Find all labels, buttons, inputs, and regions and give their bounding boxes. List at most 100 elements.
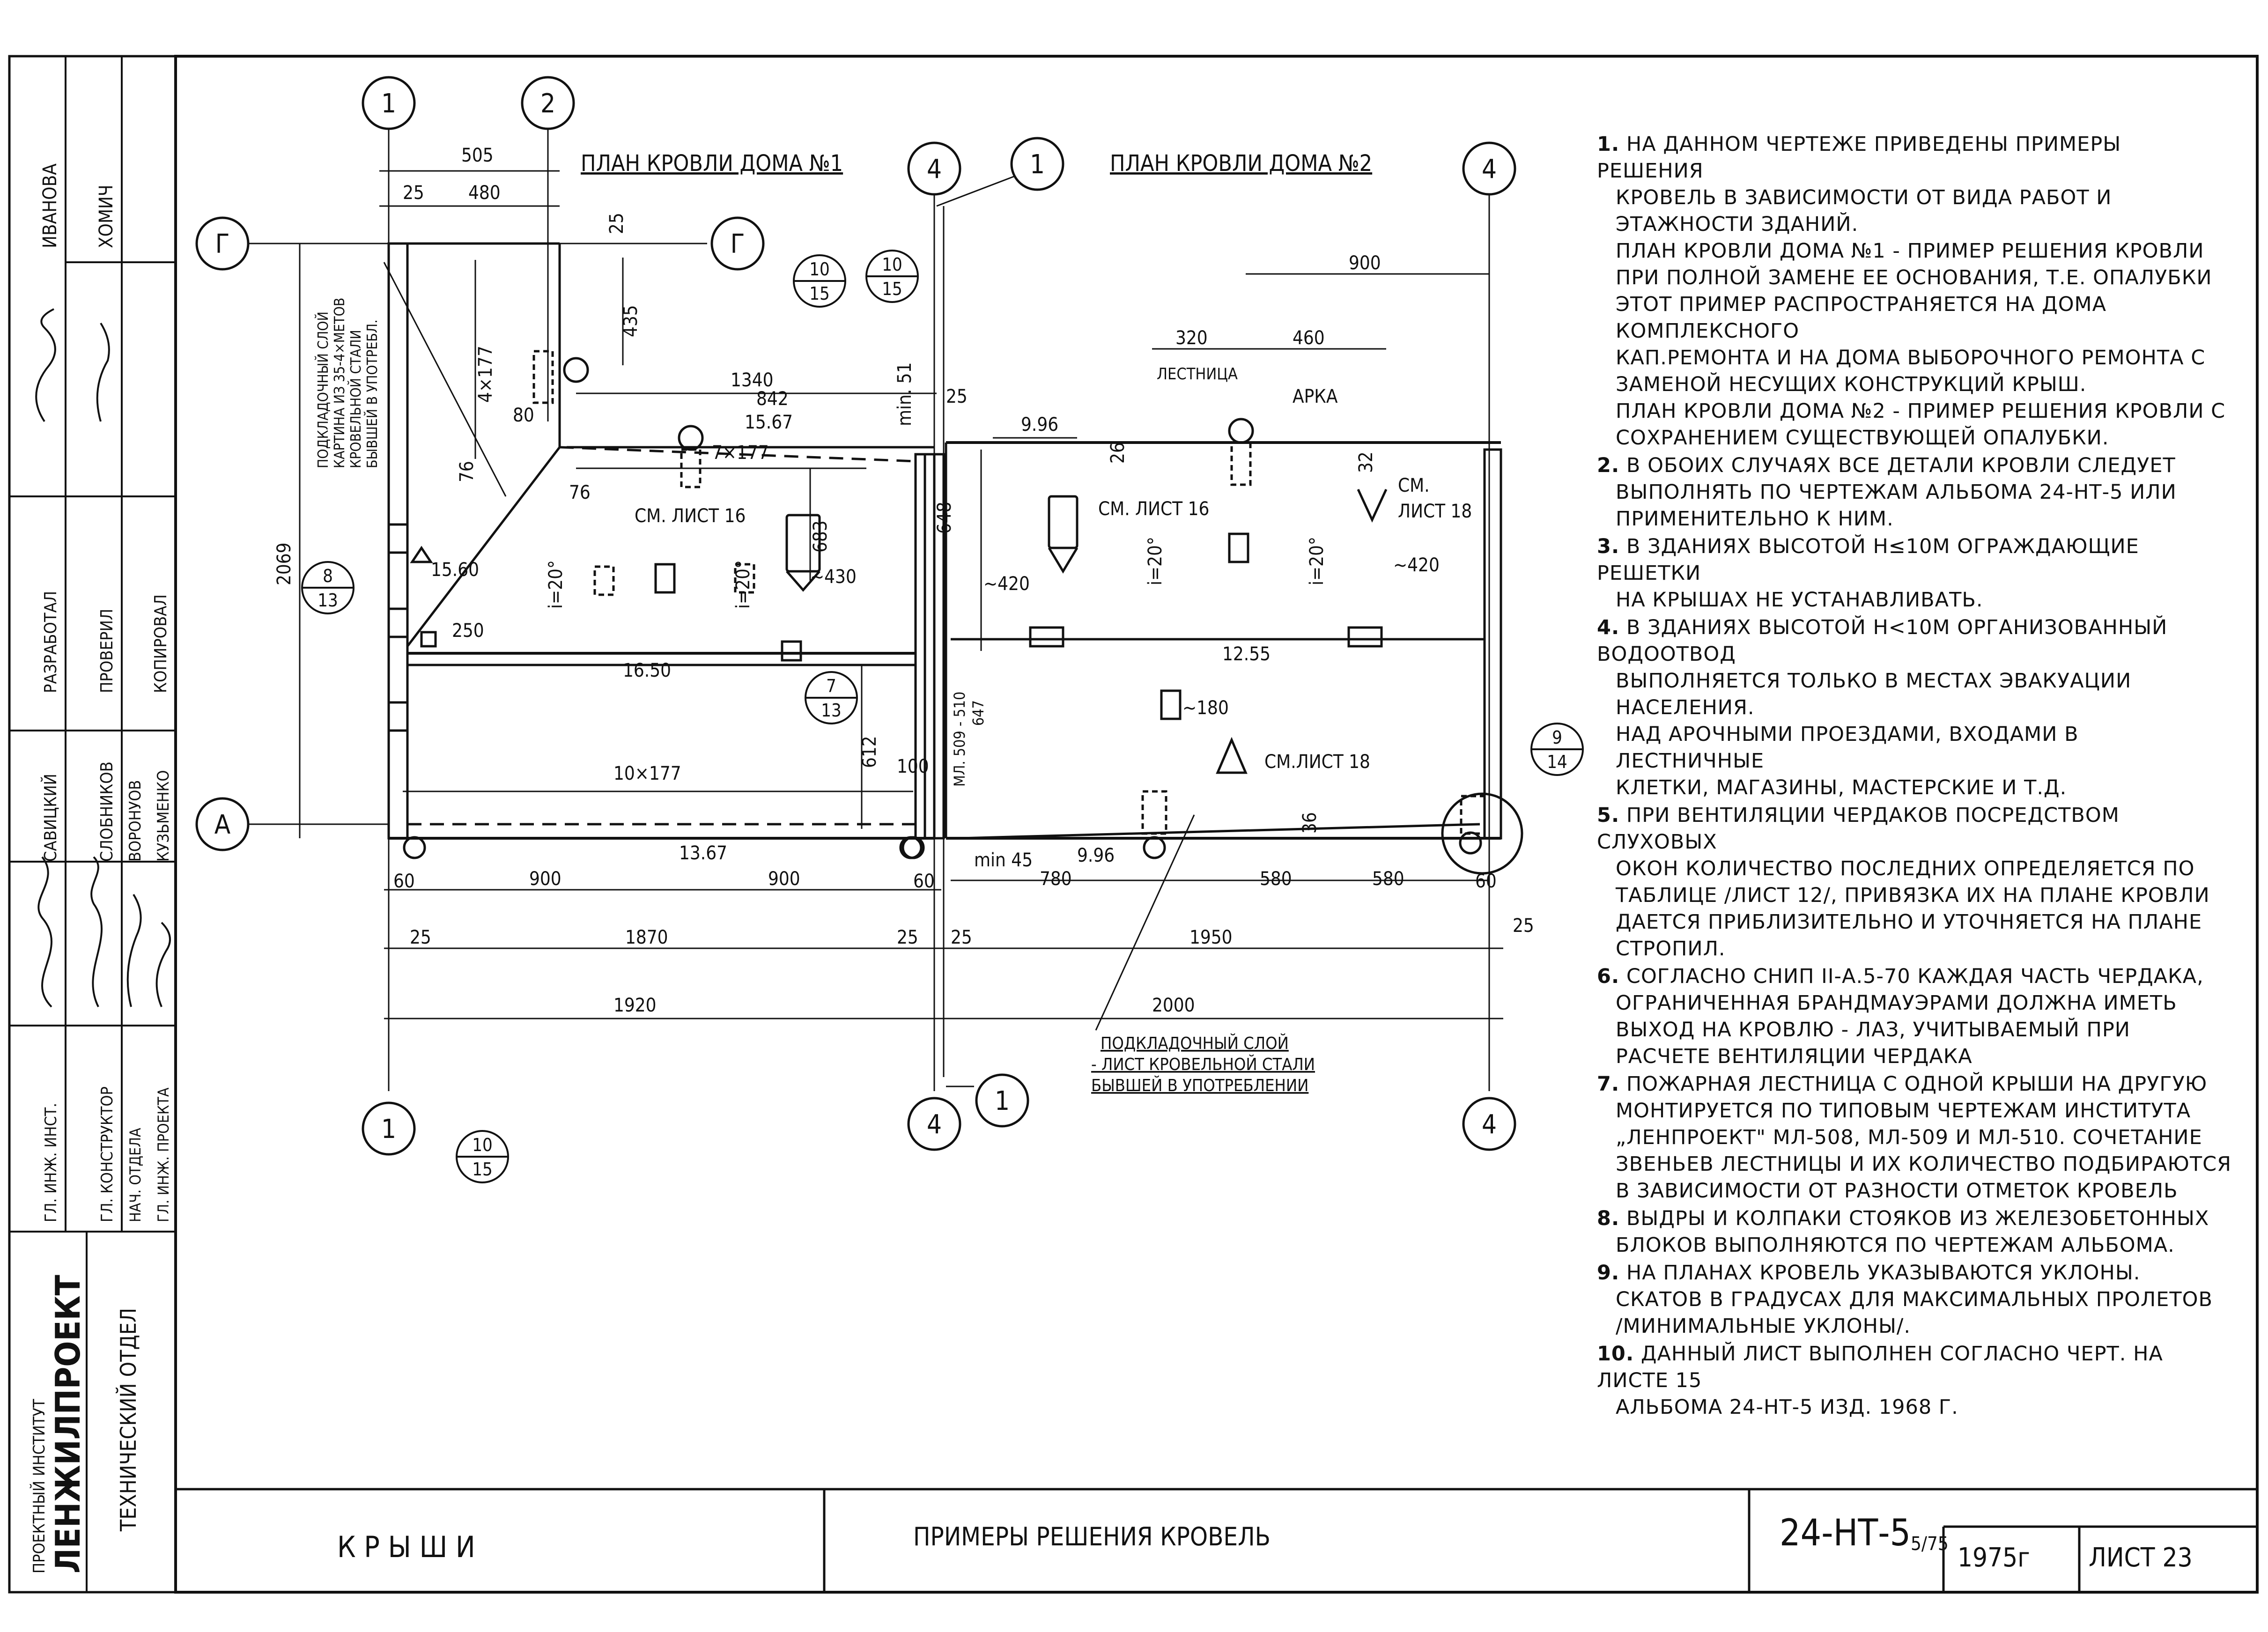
dim-1560: 15.60 bbox=[431, 559, 479, 581]
dim-80: 80 bbox=[513, 405, 534, 426]
note-line: 8. ВЫДРЫ И КОЛПАКИ СТОЯКОВ ИЗ ЖЕЛЕЗОБЕТО… bbox=[1597, 1207, 2209, 1230]
dim-60b: 60 bbox=[913, 871, 935, 892]
stamp-top-name-2: ХОМИЧ bbox=[96, 185, 117, 248]
note-item: 8. ВЫДРЫ И КОЛПАКИ СТОЯКОВ ИЗ ЖЕЛЕЗОБЕТО… bbox=[1597, 1205, 2234, 1259]
title-block bbox=[176, 1488, 2257, 1592]
stamp-role-2: ПРОВЕРИЛ bbox=[97, 609, 117, 693]
dim-612: 612 bbox=[859, 736, 880, 768]
dim-1255: 12.55 bbox=[1222, 643, 1271, 665]
note-line: РАСЧЕТЕ ВЕНТИЛЯЦИИ ЧЕРДАКА bbox=[1616, 1045, 1972, 1068]
bottom-note-1: ПОДКЛАДОЧНЫЙ СЛОЙ bbox=[1101, 1034, 1289, 1053]
note-line: ЭТАЖНОСТИ ЗДАНИЙ. bbox=[1616, 213, 1859, 236]
dim-min45: min 45 bbox=[974, 849, 1033, 871]
axis-bubbles bbox=[195, 76, 1516, 1156]
axis-labels: 1 2 4 1 4 Г Г А 1 4 1 4 bbox=[214, 89, 1497, 1145]
note-line: 9. НА ПЛАНАХ КРОВЕЛЬ УКАЗЫВАЮТСЯ УКЛОНЫ. bbox=[1597, 1261, 2141, 1285]
note-number: 6. bbox=[1597, 965, 1620, 988]
plan1-vnote-3: КРОВЕЛЬНОЙ СТАЛИ bbox=[347, 330, 364, 468]
dim-1367: 13.67 bbox=[679, 842, 727, 864]
title-block-code: 24-НТ-5 bbox=[1780, 1512, 1911, 1554]
note-item: 9. НА ПЛАНАХ КРОВЕЛЬ УКАЗЫВАЮТСЯ УКЛОНЫ.… bbox=[1597, 1260, 2234, 1340]
note-number: 2. bbox=[1597, 454, 1620, 477]
dim-683: 683 bbox=[810, 520, 831, 553]
plan1-title: ПЛАН КРОВЛИ ДОМА №1 bbox=[581, 150, 843, 177]
title-block-subtitle: ПРИМЕРЫ РЕШЕНИЯ КРОВЕЛЬ bbox=[913, 1522, 1271, 1551]
see-sheet-16-plan2: СМ. ЛИСТ 16 bbox=[1098, 498, 1209, 520]
note-line: СКАТОВ В ГРАДУСАХ ДЛЯ МАКСИМАЛЬНЫХ ПРОЛЕ… bbox=[1616, 1288, 2213, 1311]
see-sheet-18a: СМ. bbox=[1398, 475, 1430, 496]
axis-g-left: Г bbox=[215, 229, 230, 259]
axis-g-right: Г bbox=[731, 229, 745, 259]
plan2-slope-2: i=20° bbox=[1306, 537, 1328, 585]
left-stamp bbox=[9, 56, 176, 1592]
plan1-dims: 505 25 480 1340 842 25 80 15.67 76 7×177… bbox=[393, 145, 968, 1016]
plan2-geometry bbox=[901, 175, 1523, 1091]
ref-labels: 10 15 10 15 8 13 7 13 9 14 10 15 bbox=[318, 254, 1567, 1180]
dim-420b: ~420 bbox=[1393, 554, 1440, 576]
dim-580a: 580 bbox=[1260, 868, 1292, 890]
note-line: ТАБЛИЦЕ /ЛИСТ 12/, ПРИВЯЗКА ИХ НА ПЛАНЕ … bbox=[1616, 884, 2210, 907]
dim-647: 647 bbox=[969, 700, 987, 726]
dim-60a: 60 bbox=[393, 871, 415, 892]
note-line: КРОВЕЛЬ В ЗАВИСИМОСТИ ОТ ВИДА РАБОТ И bbox=[1616, 186, 2112, 209]
note-item: 6. СОГЛАСНО СНиП II-А.5-70 КАЖДАЯ ЧАСТЬ … bbox=[1597, 963, 2234, 1070]
stamp-position-1: ГЛ. ИНЖ. ИНСТ. bbox=[42, 1103, 60, 1222]
dim-76a: 76 bbox=[456, 461, 478, 482]
axis-2-top: 2 bbox=[540, 89, 555, 119]
bottom-note: ПОДКЛАДОЧНЫЙ СЛОЙ - ЛИСТ КРОВЕЛЬНОЙ СТАЛ… bbox=[1091, 1034, 1315, 1095]
ref-6-top: 10 bbox=[472, 1135, 493, 1155]
note-line: СОХРАНЕНИЕМ СУЩЕСТВУЮЩЕЙ ОПАЛУБКИ. bbox=[1616, 426, 2109, 450]
bottom-note-2: - ЛИСТ КРОВЕЛЬНОЙ СТАЛИ bbox=[1091, 1055, 1315, 1074]
dim-76b: 76 bbox=[569, 482, 591, 503]
note-item: 1. НА ДАННОМ ЧЕРТЕЖЕ ПРИВЕДЕНЫ ПРИМЕРЫ Р… bbox=[1597, 131, 2234, 451]
dim-320: 320 bbox=[1175, 327, 1208, 349]
institute-small: ПРОЕКТНЫЙ ИНСТИТУТ bbox=[30, 1399, 49, 1573]
ref-2-bottom: 15 bbox=[882, 279, 902, 299]
note-number: 9. bbox=[1597, 1261, 1620, 1285]
dim-2000: 2000 bbox=[1152, 995, 1195, 1016]
note-line: СТРОПИЛ. bbox=[1616, 937, 1726, 960]
note-line: ЗВЕНЬЕВ ЛЕСТНИЦЫ И ИХ КОЛИЧЕСТВО ПОДБИРА… bbox=[1616, 1152, 2232, 1176]
title-block-title: К Р Ы Ш И bbox=[337, 1530, 475, 1564]
dim-996a: 9.96 bbox=[1021, 414, 1058, 436]
dim-435: 435 bbox=[620, 305, 642, 337]
note-line: АЛЬБОМА 24-НТ-5 ИЗД. 1968 Г. bbox=[1616, 1396, 1958, 1419]
plan1-slope-1: i=20° bbox=[545, 560, 567, 609]
dim-36: 36 bbox=[1299, 812, 1321, 834]
dim-580b: 580 bbox=[1372, 868, 1404, 890]
dim-7x177: 7×177 bbox=[712, 442, 769, 464]
stamp-name-4: КУЗЬМЕНКО bbox=[154, 770, 173, 862]
note-line: ОКОН КОЛИЧЕСТВО ПОСЛЕДНИХ ОПРЕДЕЛЯЕТСЯ П… bbox=[1616, 857, 2195, 880]
dim-25d: 25 bbox=[410, 927, 431, 948]
dim-10x177: 10×177 bbox=[613, 763, 681, 784]
ref-4-top: 7 bbox=[826, 676, 836, 696]
note-line: 10. ДАННЫЙ ЛИСТ ВЫПОЛНЕН СОГЛАСНО ЧЕРТ. … bbox=[1597, 1342, 2170, 1392]
note-number: 7. bbox=[1597, 1072, 1620, 1096]
title-block-code-frac: 5/75 bbox=[1911, 1533, 1949, 1555]
note-line: „ЛЕНПРОЕКТ" МЛ-508, МЛ-509 И МЛ-510. СОЧ… bbox=[1616, 1126, 2202, 1149]
axis-1-bottom: 1 bbox=[381, 1114, 396, 1145]
ref-4-bottom: 13 bbox=[821, 700, 842, 721]
dim-100: 100 bbox=[897, 756, 929, 777]
dim-25e: 25 bbox=[897, 927, 918, 948]
axis-1-top-b: 1 bbox=[1030, 149, 1045, 180]
axis-4-top-a: 4 bbox=[927, 154, 942, 185]
title-block-sheet: ЛИСТ 23 bbox=[2089, 1543, 2193, 1573]
ref-1-bottom: 15 bbox=[809, 283, 830, 304]
note-line: 1. НА ДАННОМ ЧЕРТЕЖЕ ПРИВЕДЕНЫ ПРИМЕРЫ Р… bbox=[1597, 133, 2128, 183]
note-line: КАП.РЕМОНТА И НА ДОМА ВЫБОРОЧНОГО РЕМОНТ… bbox=[1616, 346, 2206, 369]
plan1-geometry bbox=[234, 112, 941, 1091]
dim-25a: 25 bbox=[403, 182, 424, 204]
dim-480: 480 bbox=[468, 182, 501, 204]
note-line: 5. ПРИ ВЕНТИЛЯЦИИ ЧЕРДАКОВ ПОСРЕДСТВОМ С… bbox=[1597, 804, 2127, 854]
plan2-title: ПЛАН КРОВЛИ ДОМА №2 bbox=[1110, 150, 1372, 177]
ref-6-bottom: 15 bbox=[472, 1159, 493, 1180]
note-line: /МИНИМАЛЬНЫЕ УКЛОНЫ/. bbox=[1616, 1314, 1911, 1338]
plan1-vnote-2: КАРТИНА ИЗ 35-4×МЕТОВ bbox=[332, 298, 348, 468]
dim-1567: 15.67 bbox=[745, 412, 793, 433]
note-line: НА КРЫШАХ НЕ УСТАНАВЛИВАТЬ. bbox=[1616, 588, 1983, 612]
note-line: В ЗАВИСИМОСТИ ОТ РАЗНОСТИ ОТМЕТОК КРОВЕЛ… bbox=[1616, 1179, 2178, 1203]
note-line: 7. ПОЖАРНАЯ ЛЕСТНИЦА С ОДНОЙ КРЫШИ НА ДР… bbox=[1597, 1072, 2208, 1096]
ref-2-top: 10 bbox=[882, 254, 902, 275]
